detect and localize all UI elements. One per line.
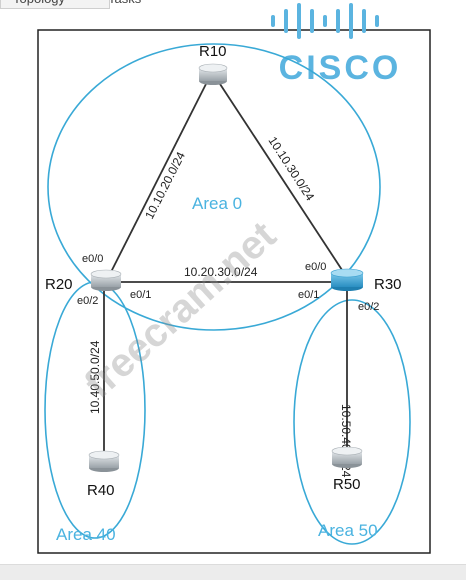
subnet-r20-r30: 10.20.30.0/24 bbox=[184, 265, 258, 279]
router-r50[interactable] bbox=[331, 446, 363, 468]
area-0-label: Area 0 bbox=[192, 194, 242, 213]
router-r20[interactable] bbox=[90, 269, 122, 291]
diagram-frame bbox=[37, 29, 431, 554]
r30-e02-label: e0/2 bbox=[358, 301, 379, 313]
router-r50-label: R50 bbox=[333, 476, 361, 493]
router-r30-label: R30 bbox=[374, 276, 402, 293]
router-r10[interactable] bbox=[198, 63, 228, 85]
r20-e01-label: e0/1 bbox=[130, 289, 151, 301]
r20-e02-label: e0/2 bbox=[77, 295, 98, 307]
tab-bar: Topology Tasks bbox=[0, 0, 466, 9]
link-r10-r30 bbox=[219, 83, 345, 274]
bottom-bar bbox=[0, 564, 466, 580]
logo-text: CISCO bbox=[279, 49, 402, 87]
cisco-logo: CISCO bbox=[271, 3, 402, 87]
router-r40-label: R40 bbox=[87, 482, 115, 499]
area-50-label: Area 50 bbox=[318, 521, 378, 540]
link-r10-r20 bbox=[110, 83, 207, 273]
r20-e00-label: e0/0 bbox=[82, 253, 103, 265]
area-0-outline bbox=[47, 43, 381, 331]
area-40-label: Area 40 bbox=[56, 525, 116, 544]
subnet-r20-r40: 10.40.50.0/24 bbox=[88, 340, 102, 414]
tab-tasks[interactable]: Tasks bbox=[96, 0, 153, 8]
router-r30[interactable] bbox=[330, 268, 364, 291]
area-50-outline bbox=[293, 299, 411, 545]
router-r20-label: R20 bbox=[45, 276, 73, 293]
router-r10-label: R10 bbox=[199, 43, 227, 60]
tab-topology[interactable]: Topology bbox=[0, 0, 110, 9]
r30-e01-label: e0/1 bbox=[298, 289, 319, 301]
links bbox=[103, 83, 348, 452]
router-r40[interactable] bbox=[88, 450, 120, 472]
r30-e00-label: e0/0 bbox=[305, 261, 326, 273]
